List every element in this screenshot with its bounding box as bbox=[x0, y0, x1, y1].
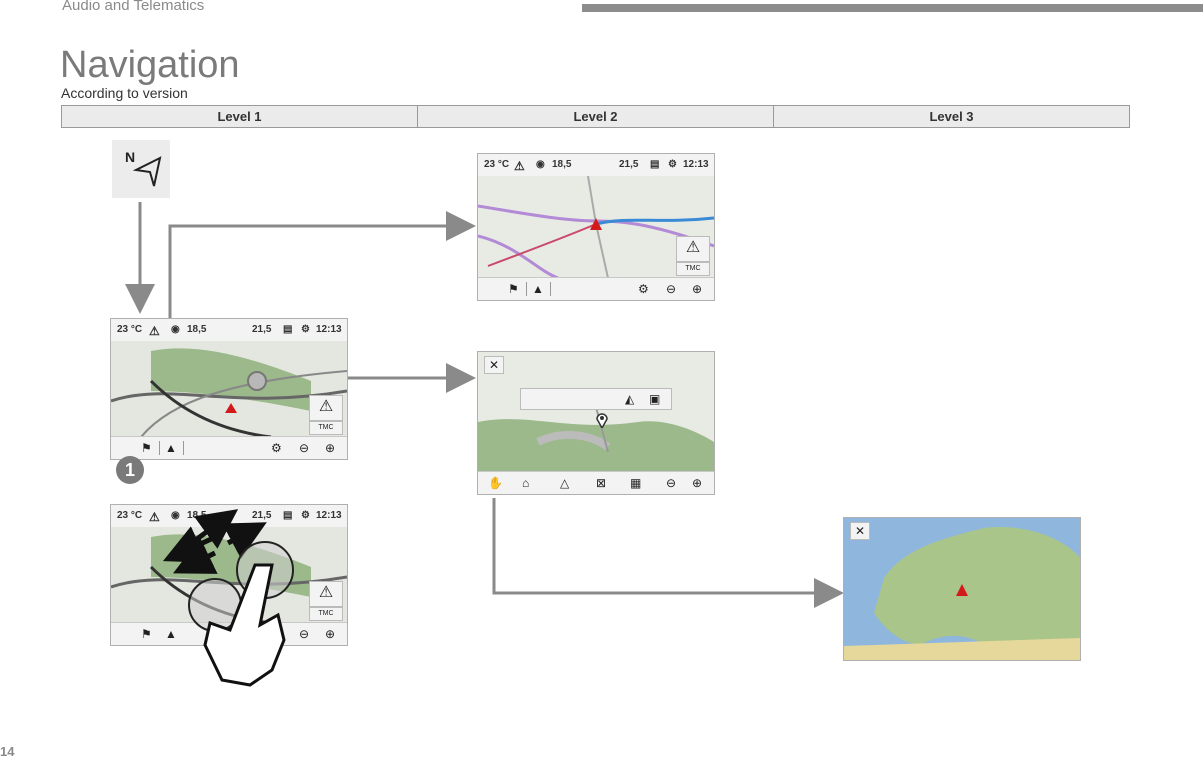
settings-icon[interactable]: ⚙ bbox=[271, 441, 282, 455]
level2-pin-screen[interactable]: ✕ ◭ ▣ ✋ ⌂ △ ⊠ ▦ ⊖ ⊕ bbox=[477, 351, 715, 495]
header-bar bbox=[582, 4, 1203, 12]
north-arrow-icon bbox=[132, 156, 162, 187]
compass-icon[interactable]: ◭ bbox=[625, 392, 635, 406]
map[interactable] bbox=[478, 176, 714, 278]
callout-1: 1 bbox=[116, 456, 144, 484]
settings-icon: ⚙ bbox=[301, 324, 310, 335]
warning-icon: ⚠ bbox=[514, 159, 525, 173]
hand-icon[interactable]: ✋ bbox=[488, 476, 503, 490]
bottom-toolbar: ⚑ ▲ ⚙ ⊖ ⊕ bbox=[478, 277, 714, 300]
location-pin-icon bbox=[596, 413, 608, 428]
zoom-in-icon[interactable]: ⊕ bbox=[325, 627, 336, 641]
radio-icon: ◉ bbox=[171, 324, 180, 335]
map[interactable] bbox=[478, 352, 714, 472]
tmc-label: TMC bbox=[318, 610, 334, 617]
level2-route-screen[interactable]: 23 °C ⚠ ◉ 18,5 21,5 ▤ ⚙ 12:13 ⚠ TMC ⚑ ▲ … bbox=[477, 153, 715, 301]
tmc-label: TMC bbox=[318, 424, 334, 431]
warning-icon[interactable]: ⚠ bbox=[309, 395, 343, 421]
frequency: 18,5 bbox=[187, 324, 207, 335]
page-number: 14 bbox=[0, 744, 15, 759]
save-icon[interactable]: ▣ bbox=[649, 392, 661, 406]
warning-icon: ⚠ bbox=[149, 510, 160, 524]
zoom-in-icon[interactable]: ⊕ bbox=[325, 441, 336, 455]
status-bar: 23 °C ⚠ ◉ 18,5 21,5 ▤ ⚙ 12:13 bbox=[111, 319, 347, 342]
settings-icon: ⚙ bbox=[668, 159, 677, 170]
close-icon[interactable]: ✕ bbox=[484, 356, 504, 374]
temperature: 23 °C bbox=[117, 510, 143, 521]
phone-icon: ▤ bbox=[283, 324, 293, 335]
level-3-header: Level 3 bbox=[929, 109, 974, 124]
tmc-icon[interactable]: TMC bbox=[676, 262, 710, 276]
compass-icon[interactable]: ▲ bbox=[532, 282, 544, 296]
zoom-out-icon[interactable]: ⊖ bbox=[666, 476, 677, 490]
tmc-icon[interactable]: TMC bbox=[309, 421, 343, 435]
zoom-out-icon[interactable]: ⊖ bbox=[666, 282, 677, 296]
bottom-toolbar: ⚑ ▲ ⚙ ⊖ ⊕ bbox=[111, 436, 347, 459]
value: 21,5 bbox=[252, 510, 272, 521]
value: 21,5 bbox=[252, 324, 272, 335]
arrow-to-level3-europe bbox=[492, 498, 844, 608]
clock: 12:13 bbox=[683, 159, 709, 170]
map-mode-icon[interactable]: ⌂ bbox=[522, 476, 530, 490]
flag-icon[interactable]: ⚑ bbox=[508, 282, 519, 296]
page-title: Navigation bbox=[60, 44, 240, 86]
settings-icon[interactable]: ⚙ bbox=[638, 282, 649, 296]
north-label: N bbox=[125, 149, 136, 165]
zoom-in-icon[interactable]: ⊕ bbox=[692, 282, 703, 296]
level3-europe-screen[interactable]: ✕ bbox=[843, 517, 1081, 661]
level-1-header: Level 1 bbox=[62, 106, 418, 127]
section-title: Audio and Telematics bbox=[62, 0, 205, 14]
north-button[interactable]: N bbox=[112, 140, 170, 198]
bottom-toolbar: ✋ ⌂ △ ⊠ ▦ ⊖ ⊕ bbox=[478, 471, 714, 494]
zoom-in-icon[interactable]: ⊕ bbox=[692, 476, 703, 490]
map[interactable] bbox=[111, 341, 347, 437]
temperature: 23 °C bbox=[117, 324, 143, 335]
phone-icon: ▤ bbox=[650, 159, 660, 170]
flag-icon[interactable]: ⚑ bbox=[141, 441, 152, 455]
pinch-gesture-icon bbox=[162, 509, 294, 687]
compass-icon[interactable]: ▲ bbox=[165, 627, 177, 641]
zoom-out-icon[interactable]: ⊖ bbox=[299, 441, 310, 455]
map-mode-icon[interactable]: △ bbox=[560, 476, 570, 490]
phone-icon: ▤ bbox=[283, 510, 293, 521]
map-mode-icon[interactable]: ▦ bbox=[630, 476, 642, 490]
level1-map-screen[interactable]: 23 °C ⚠ ◉ 18,5 21,5 ▤ ⚙ 12:13 ⚠ TMC ⚑ ▲ … bbox=[110, 318, 348, 460]
info-bar: ◭ ▣ bbox=[520, 388, 672, 410]
flag-icon[interactable]: ⚑ bbox=[141, 627, 152, 641]
europe-map[interactable] bbox=[844, 518, 1080, 660]
zoom-out-icon[interactable]: ⊖ bbox=[299, 627, 310, 641]
radio-icon: ◉ bbox=[536, 159, 545, 170]
tmc-icon[interactable]: TMC bbox=[309, 607, 343, 621]
radio-icon: ◉ bbox=[171, 510, 180, 521]
warning-icon[interactable]: ⚠ bbox=[676, 236, 710, 262]
clock: 12:13 bbox=[316, 510, 342, 521]
settings-icon: ⚙ bbox=[301, 510, 310, 521]
level-2-header: Level 2 bbox=[418, 106, 774, 127]
compass-icon[interactable]: ▲ bbox=[165, 441, 177, 455]
temperature: 23 °C bbox=[484, 159, 510, 170]
page-subtitle: According to version bbox=[61, 85, 188, 101]
status-bar: 23 °C ⚠ ◉ 18,5 21,5 ▤ ⚙ 12:13 bbox=[478, 154, 714, 177]
frequency: 18,5 bbox=[552, 159, 572, 170]
map-mode-icon[interactable]: ⊠ bbox=[596, 476, 607, 490]
value: 21,5 bbox=[619, 159, 639, 170]
close-icon[interactable]: ✕ bbox=[850, 522, 870, 540]
tmc-label: TMC bbox=[685, 265, 701, 272]
warning-icon[interactable]: ⚠ bbox=[309, 581, 343, 607]
clock: 12:13 bbox=[316, 324, 342, 335]
warning-icon: ⚠ bbox=[149, 324, 160, 338]
level-header: Level 1 Level 2 Level 3 bbox=[61, 105, 1130, 128]
